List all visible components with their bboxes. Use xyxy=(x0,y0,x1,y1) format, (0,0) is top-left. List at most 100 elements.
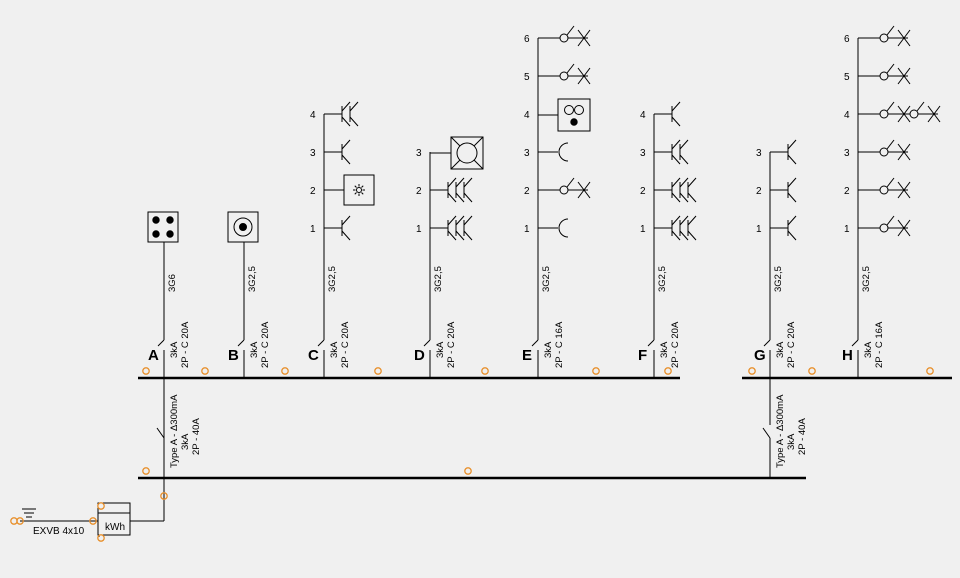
switch-arm xyxy=(787,215,797,226)
fan-icon xyxy=(343,174,375,206)
switch-arm xyxy=(455,192,465,203)
circuit-letter: H xyxy=(842,347,853,364)
socket-icon xyxy=(858,215,911,237)
hotplate-dot xyxy=(166,216,174,224)
breaker-rating: 2P - C 20A xyxy=(340,321,351,368)
point-number: 1 xyxy=(756,224,762,235)
breaker-ka: 3kA xyxy=(863,341,874,358)
fan-blade xyxy=(361,192,364,195)
switch-arm xyxy=(447,177,457,188)
circuit-letter: B xyxy=(228,347,239,364)
connector-dot xyxy=(142,467,150,475)
socket-circle xyxy=(879,109,889,119)
breaker-rating: 2P - C 20A xyxy=(786,321,797,368)
socket-icon xyxy=(538,177,591,199)
switch-arm xyxy=(679,177,689,188)
switch-arm xyxy=(455,230,465,241)
socket-pin xyxy=(916,101,925,112)
cable-label: 3G2,5 xyxy=(541,266,552,292)
outlet-arc-icon xyxy=(538,218,569,238)
switch-arm xyxy=(341,116,351,127)
socket-pin xyxy=(566,63,575,74)
socket-pin xyxy=(886,139,895,150)
point-number: 5 xyxy=(524,72,530,83)
point-number: 3 xyxy=(524,148,530,159)
connector-dot xyxy=(142,367,150,375)
socket-cross xyxy=(897,67,911,85)
outlet-arc-icon xyxy=(538,142,569,162)
breaker-contact xyxy=(423,339,431,347)
switch-arm xyxy=(671,116,681,127)
socket-icon xyxy=(538,25,591,47)
connector-dot xyxy=(592,367,600,375)
socket-icon xyxy=(858,139,911,161)
switch-arm xyxy=(679,154,689,165)
supply-cable-label: EXVB 4x10 xyxy=(33,526,85,537)
breaker-ka: 3kA xyxy=(169,341,180,358)
socket-pin xyxy=(886,101,895,112)
point-number: 2 xyxy=(524,186,530,197)
supply-section xyxy=(20,378,165,537)
switch-arm xyxy=(447,230,457,241)
point-number: 3 xyxy=(416,148,422,159)
cable-label: 3G2,5 xyxy=(433,266,444,292)
light-ring xyxy=(456,142,478,164)
circuit-letter: G xyxy=(754,347,766,364)
hotplate-dot xyxy=(166,230,174,238)
point-number: 3 xyxy=(756,148,762,159)
switch-arm xyxy=(671,215,681,226)
cable-label: 3G2,5 xyxy=(247,266,258,292)
socket-pin xyxy=(886,177,895,188)
hotplate-dot xyxy=(152,230,160,238)
connector-dot xyxy=(97,502,105,510)
cable-label: 3G2,5 xyxy=(861,266,872,292)
double-switch-icon xyxy=(430,215,473,241)
point-number: 1 xyxy=(310,224,316,235)
breaker-rating: 2P - C 20A xyxy=(670,321,681,368)
socket-circle xyxy=(559,33,569,43)
socket-pin xyxy=(566,177,575,188)
socket-circle xyxy=(879,71,889,81)
socket-circle xyxy=(879,223,889,233)
switch-icon xyxy=(770,139,797,165)
socket-cross xyxy=(897,219,911,237)
connector-dot xyxy=(664,367,672,375)
switch-arm xyxy=(687,230,697,241)
diff-1-type: Type A - Δ300mA xyxy=(169,394,180,468)
cable-label: 3G2,5 xyxy=(773,266,784,292)
point-number: 4 xyxy=(524,110,530,121)
outlet-arc xyxy=(558,142,569,162)
outlet-arc xyxy=(558,218,569,238)
point-number: 4 xyxy=(640,110,646,121)
double-switch-icon xyxy=(654,139,689,165)
point-number: 1 xyxy=(640,224,646,235)
cable-label: 3G6 xyxy=(167,274,178,292)
breaker-ka: 3kA xyxy=(249,341,260,358)
breaker-contact xyxy=(237,339,245,347)
connector-dot xyxy=(160,492,168,500)
breaker-contact xyxy=(647,339,655,347)
breaker-rating: 2P - C 16A xyxy=(554,321,565,368)
breaker-rating: 2P - C 20A xyxy=(180,321,191,368)
switch-arm xyxy=(463,192,473,203)
cable-label: 3G2,5 xyxy=(327,266,338,292)
socket-pin xyxy=(886,63,895,74)
connector-dot xyxy=(97,534,105,542)
diff-1-rating: 2P - 40A xyxy=(191,418,202,455)
switch-icon xyxy=(770,215,797,241)
switch-arm xyxy=(671,101,681,112)
double-switch-icon xyxy=(654,215,697,241)
hotplate-dot xyxy=(152,216,160,224)
breaker-ka: 3kA xyxy=(435,341,446,358)
cooker-box xyxy=(147,211,179,243)
circuit-letter: C xyxy=(308,347,319,364)
diff-2-ka: 3kA xyxy=(786,433,797,450)
point-number: 2 xyxy=(310,186,316,197)
